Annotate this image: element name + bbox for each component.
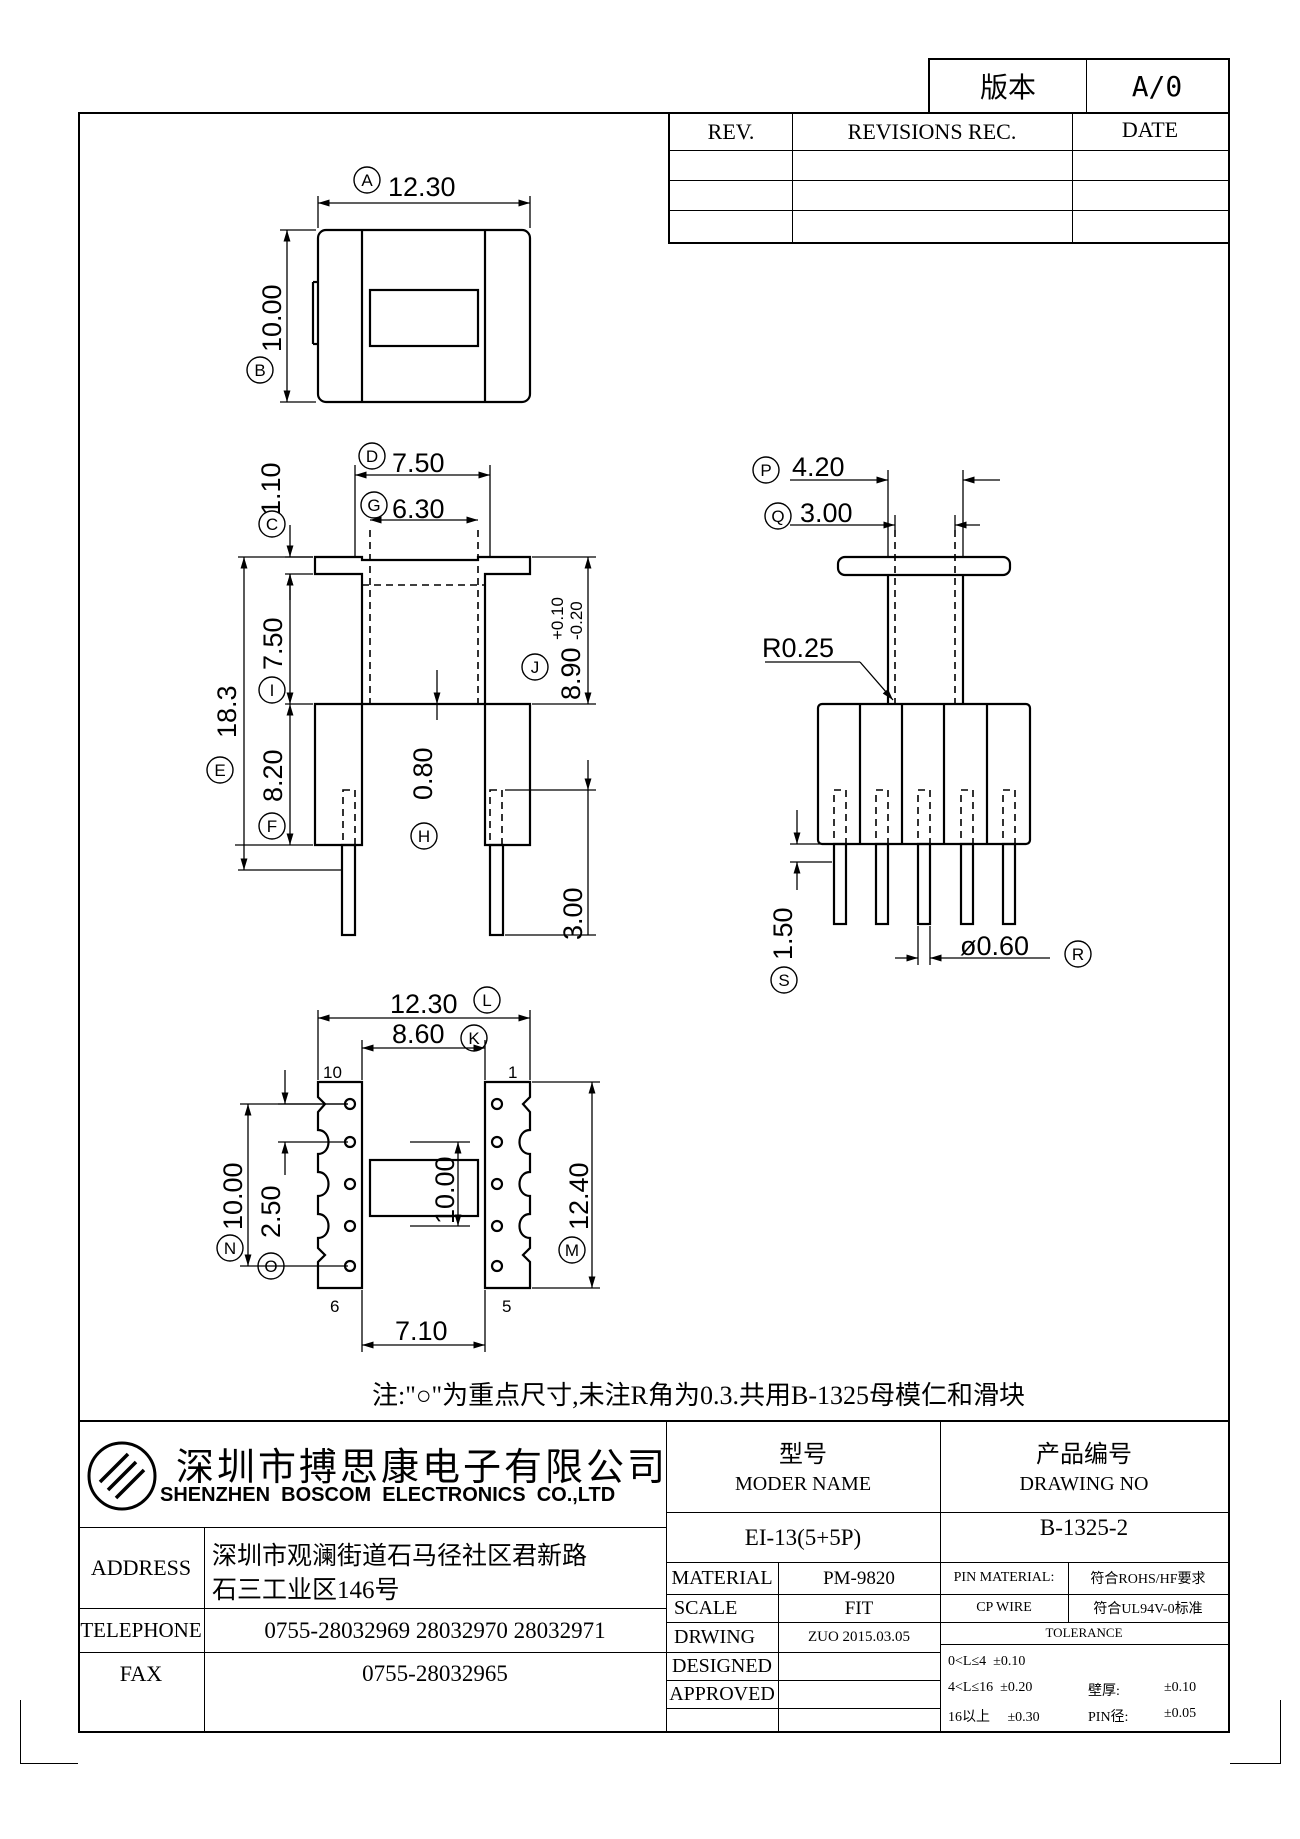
version-value: A/0 bbox=[1131, 69, 1183, 103]
crop-mark-left bbox=[20, 1763, 78, 1764]
dim-G-value: 6.30 bbox=[392, 494, 445, 524]
dim-I-value: 7.50 bbox=[258, 617, 288, 670]
dim-M-value: 12.40 bbox=[564, 1162, 594, 1230]
dim-B-value: 10.00 bbox=[257, 284, 287, 352]
crop-mark-left-vertical bbox=[20, 1700, 21, 1764]
wall-thickness-value: ±0.10 bbox=[1164, 1680, 1197, 1695]
approved-label: APPROVED bbox=[669, 1683, 775, 1705]
dim-letter-C: C bbox=[266, 515, 278, 534]
pin-number-10: 10 bbox=[323, 1063, 342, 1082]
pin-diameter-label: PIN径: bbox=[1088, 1710, 1129, 1725]
crop-mark-right-vertical bbox=[1280, 1700, 1281, 1764]
dim-J-plus: +0.10 bbox=[548, 597, 567, 640]
crop-mark-right bbox=[1230, 1763, 1280, 1764]
dim-letter-A: A bbox=[361, 171, 373, 190]
dim-S-value: 1.50 bbox=[768, 907, 798, 960]
address-line1: 深圳市观澜街道石马径社区君新路 bbox=[212, 1543, 588, 1570]
telephone-label: TELEPHONE bbox=[80, 1618, 202, 1642]
model-label-en: MODER NAME bbox=[734, 1472, 872, 1495]
wall-thickness-label: 壁厚: bbox=[1088, 1684, 1120, 1699]
tolerance-line1: 0<L≤4 ±0.10 bbox=[948, 1654, 1026, 1669]
dim-R-value: ø0.60 bbox=[960, 931, 1029, 961]
dim-letter-G: G bbox=[367, 496, 380, 515]
pin-number-6: 6 bbox=[330, 1297, 339, 1316]
address-label: ADDRESS bbox=[90, 1555, 192, 1580]
dim-letter-S: S bbox=[778, 971, 789, 990]
fillet-radius: R0.25 bbox=[762, 633, 834, 663]
fax-label: FAX bbox=[119, 1661, 163, 1686]
dim-F-value: 8.20 bbox=[258, 749, 288, 802]
revisions-table: REV. REVISIONS REC. DATE bbox=[668, 112, 1230, 244]
pin-number-5: 5 bbox=[502, 1297, 511, 1316]
dim-letter-J: J bbox=[531, 658, 540, 677]
address-line2: 石三工业区146号 bbox=[212, 1577, 400, 1604]
drawing-frame bbox=[78, 112, 1230, 1733]
tolerance-label: TOLERANCE bbox=[1045, 1625, 1123, 1640]
drawing-value: B-1325-2 bbox=[1039, 1515, 1129, 1540]
scale-value: FIT bbox=[844, 1597, 874, 1619]
dim-letter-H: H bbox=[418, 827, 430, 846]
dim-inner-value: 10.00 bbox=[430, 1156, 460, 1224]
revisions-rec-header: REVISIONS REC. bbox=[847, 119, 1017, 144]
technical-drawing: 12.30 10.00 1.10 7.50 6.30 7.50 18.3 8.2… bbox=[206, 166, 1092, 1352]
dim-N-value: 10.00 bbox=[218, 1162, 248, 1230]
dim-J-minus: -0.20 bbox=[567, 601, 586, 640]
scale-label: SCALE bbox=[674, 1597, 738, 1619]
dim-P-value: 4.20 bbox=[792, 452, 845, 482]
drawing-label-en: DRAWING NO bbox=[1019, 1472, 1149, 1495]
dim-letter-Q: Q bbox=[771, 507, 784, 526]
drawing-label-cn: 产品编号 bbox=[1036, 1441, 1132, 1468]
dim-L-value: 12.30 bbox=[390, 989, 458, 1019]
dim-letter-R: R bbox=[1072, 945, 1084, 964]
company-name-cn: 深圳市搏思康电子有限公司 bbox=[176, 1447, 669, 1489]
title-block: 深圳市搏思康电子有限公司 SHENZHEN BOSCOM ELECTRONICS… bbox=[78, 1420, 1230, 1733]
dim-letter-P: P bbox=[760, 461, 771, 480]
pin-number-1: 1 bbox=[508, 1063, 517, 1082]
material-label: MATERIAL bbox=[671, 1567, 773, 1589]
rev-header: REV. bbox=[707, 119, 755, 144]
drwing-value: ZUO 2015.03.05 bbox=[807, 1629, 911, 1645]
dim-C-value: 1.10 bbox=[256, 462, 286, 515]
company-logo bbox=[87, 1441, 157, 1511]
version-label: 版本 bbox=[979, 73, 1036, 104]
dim-letter-M: M bbox=[565, 1241, 579, 1260]
pin-material-label: PIN MATERIAL: bbox=[953, 1570, 1055, 1585]
dim-letter-I: I bbox=[270, 681, 275, 700]
model-label-cn: 型号 bbox=[779, 1441, 827, 1468]
fax-value: 0755-28032965 bbox=[362, 1661, 508, 1686]
designed-label: DESIGNED bbox=[672, 1655, 772, 1677]
dim-K-value: 8.60 bbox=[392, 1019, 445, 1049]
dim-pin-height-value: 3.00 bbox=[558, 887, 588, 940]
dim-letter-L: L bbox=[482, 991, 491, 1010]
material-value: PM-9820 bbox=[823, 1567, 895, 1589]
dim-D-value: 7.50 bbox=[392, 448, 445, 478]
drwing-label: DRWING bbox=[674, 1626, 756, 1648]
dim-letter-N: N bbox=[224, 1239, 236, 1258]
dim-letter-K: K bbox=[468, 1029, 480, 1048]
date-header: DATE bbox=[1121, 117, 1179, 142]
cp-wire-label: CP WIRE bbox=[976, 1600, 1032, 1615]
dim-letter-F: F bbox=[267, 817, 277, 836]
tolerance-line3: 16以上 ±0.30 bbox=[948, 1710, 1040, 1725]
company-name-en: SHENZHEN BOSCOM ELECTRONICS CO.,LTD bbox=[160, 1484, 616, 1506]
dim-letter-O: O bbox=[264, 1257, 277, 1276]
dim-J-value: 8.90 bbox=[556, 647, 586, 700]
dim-O-value: 2.50 bbox=[256, 1185, 286, 1238]
tolerance-line2: 4<L≤16 ±0.20 bbox=[948, 1680, 1033, 1695]
pin-diameter-value: ±0.05 bbox=[1164, 1706, 1197, 1721]
model-value: EI-13(5+5P) bbox=[744, 1524, 862, 1550]
ul-compliance: 符合UL94V-0标准 bbox=[1093, 1602, 1203, 1617]
dim-H-value: 0.80 bbox=[408, 747, 438, 800]
telephone-value: 0755-28032969 28032970 28032971 bbox=[264, 1617, 606, 1643]
drawing-note: 注:"○"为重点尺寸,未注R角为0.3.共用B-1325母模仁和滑块 bbox=[372, 1381, 1025, 1410]
dim-bottom-value: 7.10 bbox=[395, 1316, 448, 1346]
dim-A-value: 12.30 bbox=[388, 172, 456, 202]
dim-letter-E: E bbox=[214, 761, 225, 780]
dim-Q-value: 3.00 bbox=[800, 498, 853, 528]
dim-letter-B: B bbox=[254, 361, 265, 380]
dim-letter-D: D bbox=[366, 447, 378, 466]
rohs-compliance: 符合ROHS/HF要求 bbox=[1090, 1572, 1206, 1587]
dim-E-value: 18.3 bbox=[212, 685, 242, 738]
